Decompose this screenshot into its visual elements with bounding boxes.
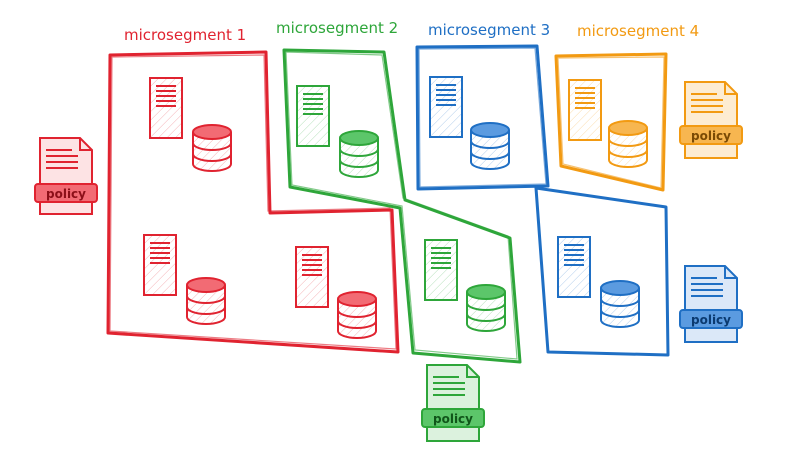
segment-3-label: microsegment 3 [428, 21, 550, 39]
policy-label-4: policy [691, 129, 731, 143]
policy-document-icon: policy [421, 364, 485, 442]
policy-document-icon: policy [679, 265, 743, 343]
database-icon [470, 122, 510, 170]
database-icon [600, 280, 640, 328]
database-icon [337, 291, 377, 339]
segment-3-boundary [415, 44, 670, 357]
server-icon [429, 76, 463, 138]
server-icon [143, 234, 177, 296]
server-icon [557, 236, 591, 298]
policy-label-2: policy [433, 412, 473, 426]
segment-2-boundary [282, 48, 522, 364]
segment-1-label: microsegment 1 [124, 26, 246, 44]
segment-1-boundary [106, 50, 400, 354]
database-icon [608, 120, 648, 168]
policy-label-3: policy [691, 313, 731, 327]
policy-document-icon: policy [679, 81, 743, 159]
database-icon [466, 284, 506, 332]
policy-document-icon: policy [34, 137, 98, 215]
segment-2-label: microsegment 2 [276, 19, 398, 37]
server-icon [149, 77, 183, 139]
server-icon [568, 79, 602, 141]
server-icon [295, 246, 329, 308]
policy-label-1: policy [46, 187, 86, 201]
segment-4-label: microsegment 4 [577, 22, 699, 40]
server-icon [296, 85, 330, 147]
server-icon [424, 239, 458, 301]
database-icon [192, 124, 232, 172]
segment-4-boundary [554, 52, 668, 192]
database-icon [339, 130, 379, 178]
database-icon [186, 277, 226, 325]
